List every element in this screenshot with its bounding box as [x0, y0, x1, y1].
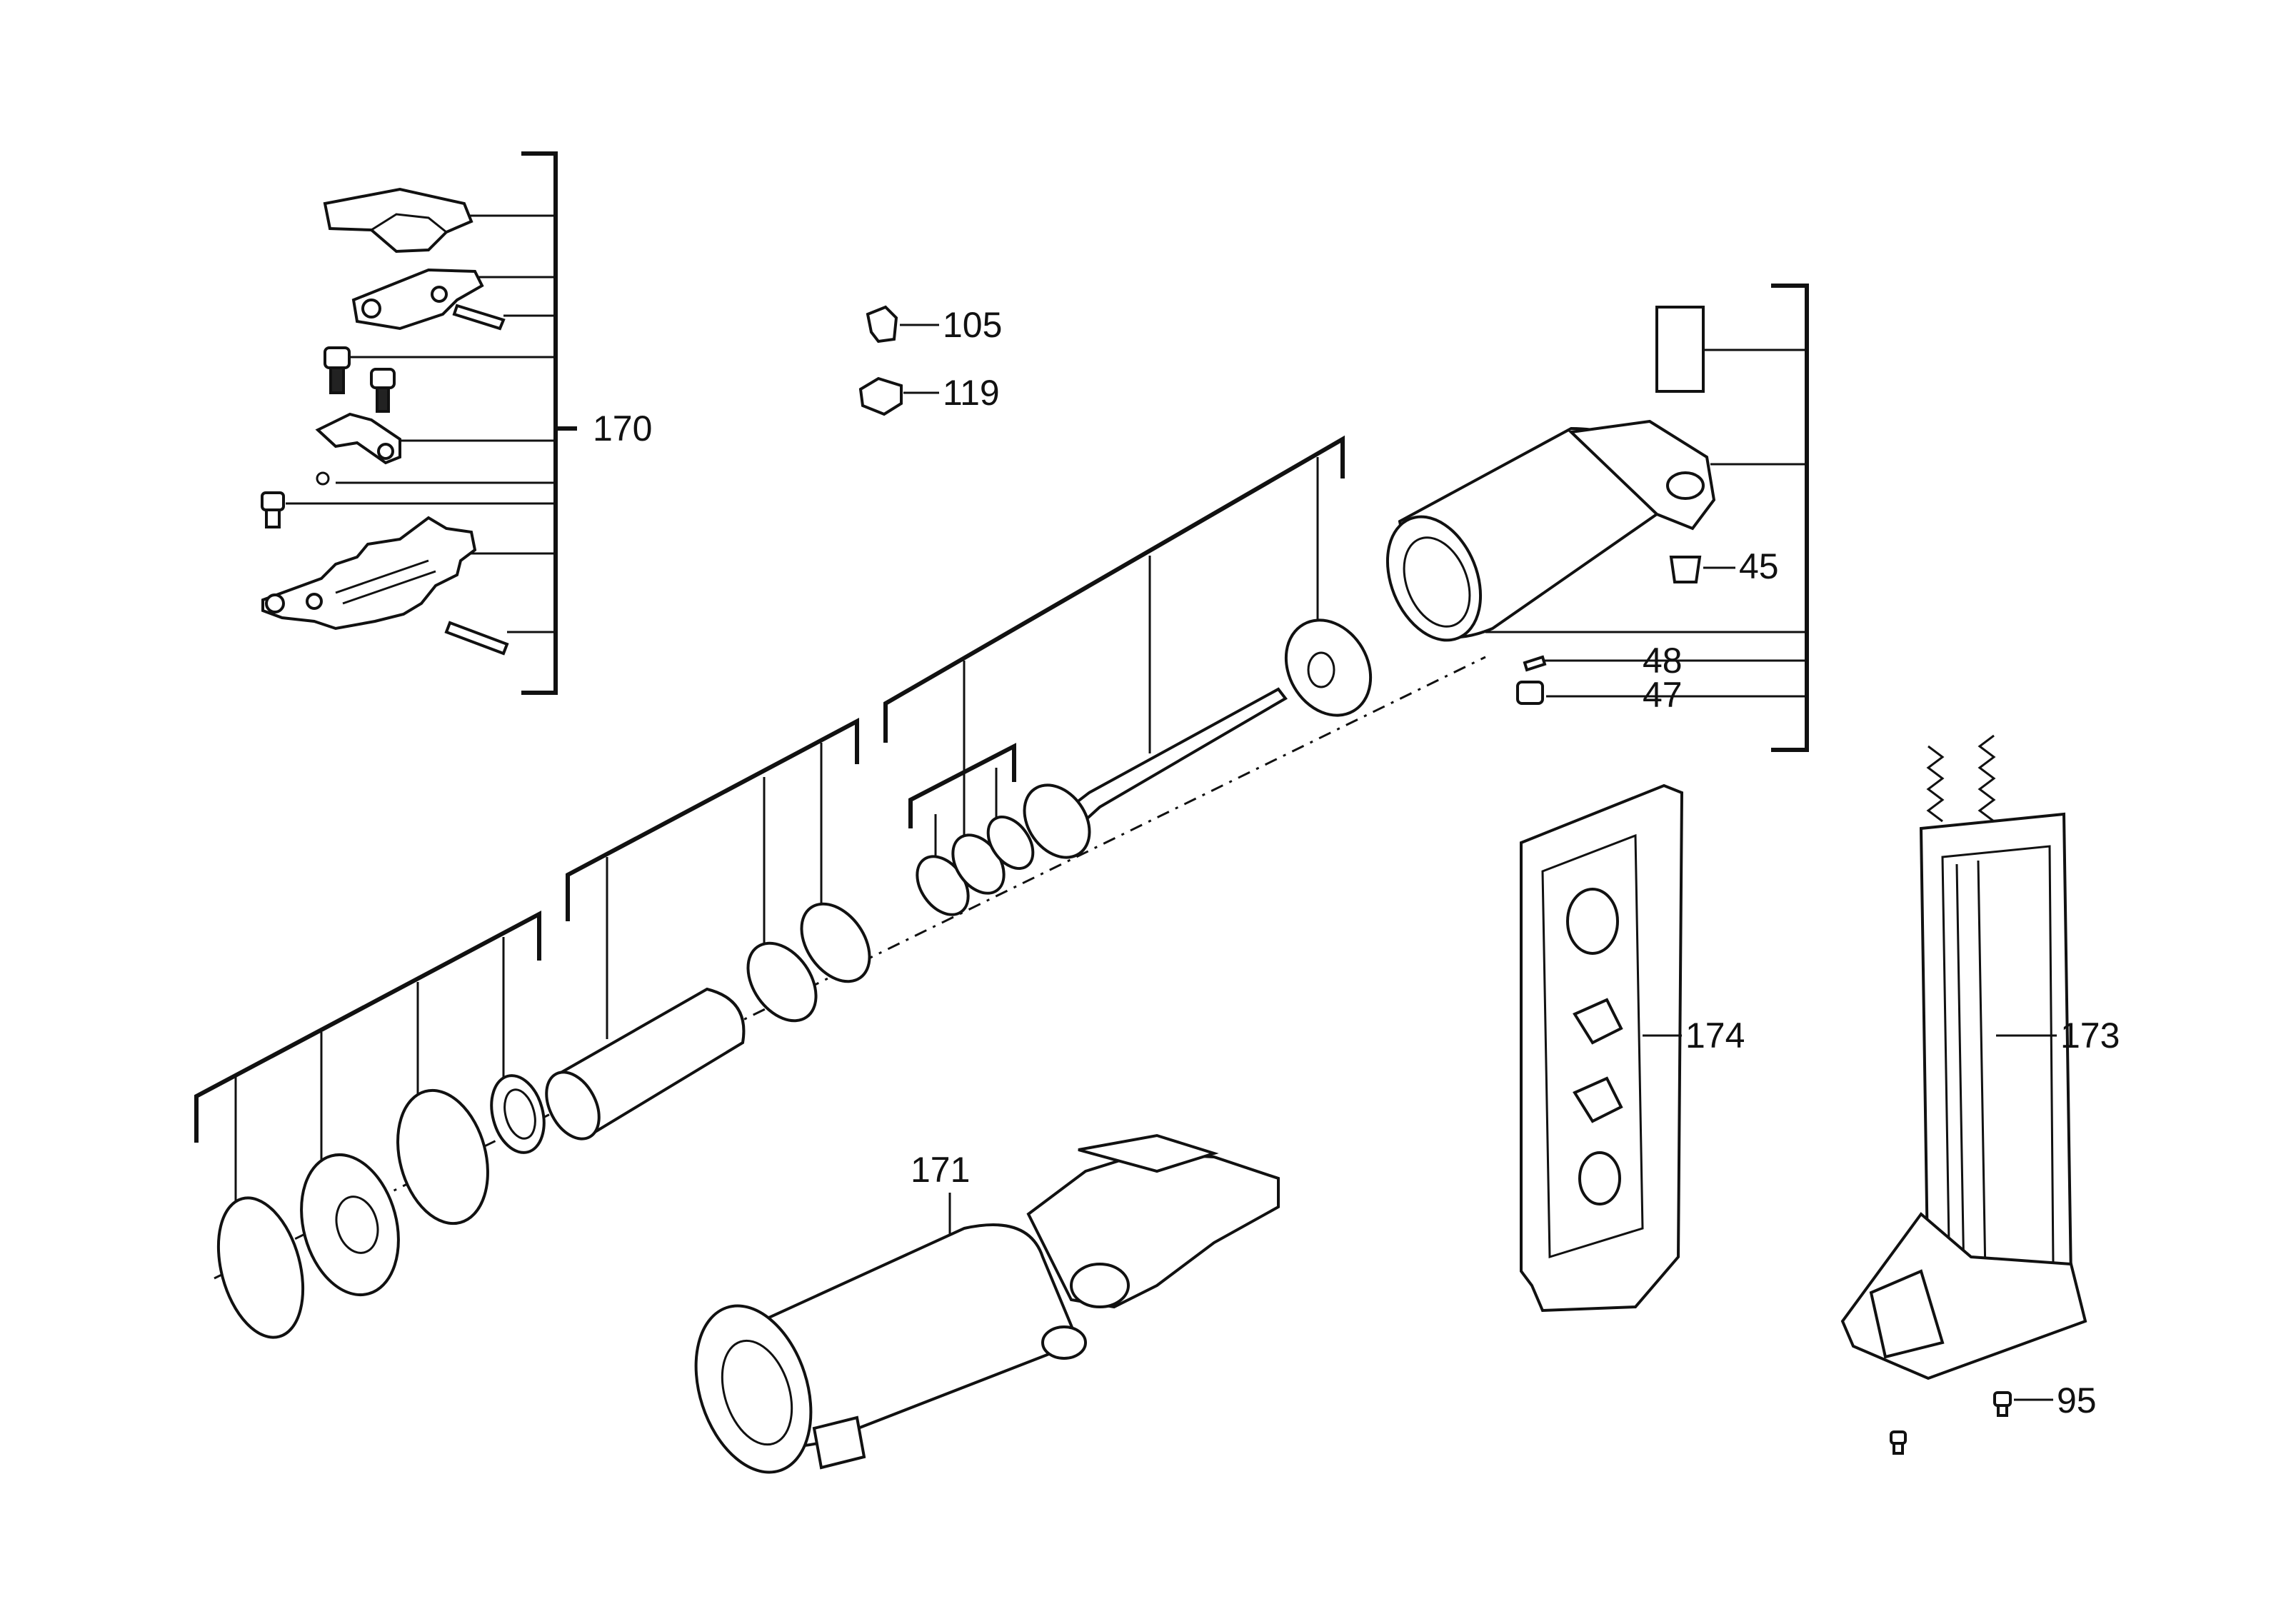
screw-3 [261, 491, 285, 528]
kit-170-bracket [521, 151, 558, 695]
bumper-disc [300, 1153, 400, 1297]
piston [1023, 783, 1091, 859]
cylinder-set [545, 718, 871, 1141]
ring-e [986, 815, 1035, 871]
callout-174: 174 [1685, 1016, 1745, 1056]
callout-45: 45 [1739, 546, 1779, 586]
spring-right [1977, 734, 1996, 823]
callout-119: 119 [943, 373, 1000, 413]
seal-ring [396, 1088, 489, 1225]
pin-long [444, 621, 509, 656]
callout-48: 48 [1643, 641, 1683, 681]
callout-173: 173 [2060, 1016, 2120, 1056]
spring-left [1926, 745, 1945, 823]
callout-170: 170 [593, 408, 652, 448]
part-95-second [1890, 1430, 1907, 1455]
part-95 [1993, 1391, 2053, 1417]
housing-group: 45 48 47 [1385, 284, 1809, 752]
base-plate [261, 516, 477, 631]
driver-set [883, 435, 1373, 916]
guide-ring [490, 1074, 546, 1154]
assembled-cap [1026, 1151, 1280, 1309]
assembly-axis [214, 656, 1486, 1280]
top-cover-plate [323, 187, 473, 254]
label-plate [1655, 306, 1705, 393]
kit-170-group: 170 [261, 151, 652, 695]
part-119: 119 [858, 373, 1000, 416]
latch-bracket [351, 268, 484, 331]
pin-small [452, 304, 506, 331]
e-clip [316, 471, 330, 486]
callout-95: 95 [2057, 1380, 2097, 1420]
assembly-171: 171 [694, 1133, 1280, 1474]
ring-a [746, 941, 818, 1023]
callout-171: 171 [911, 1150, 970, 1190]
part-47 [1516, 681, 1544, 705]
ring-b [800, 902, 871, 983]
part-45 [1669, 556, 1702, 583]
seal-set-left [194, 911, 546, 1339]
magazine-174: 174 [1520, 783, 1745, 1313]
screw-2 [370, 368, 396, 413]
o-ring-large [216, 1196, 305, 1339]
bumper [1284, 618, 1373, 717]
screw-1 [324, 346, 351, 394]
part-105: 105 [866, 305, 1002, 345]
part-48 [1523, 655, 1547, 672]
callout-105: 105 [943, 305, 1002, 345]
magazine-173: 173 95 [1840, 734, 2120, 1455]
callout-47: 47 [1643, 675, 1683, 715]
